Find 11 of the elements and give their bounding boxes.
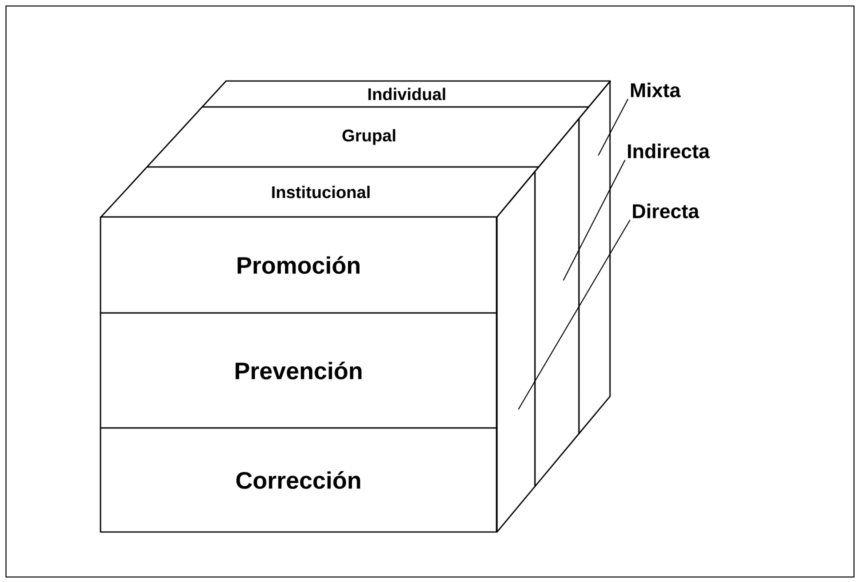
side-layer xyxy=(496,170,536,533)
side-label: Mixta xyxy=(630,82,681,98)
leader-line xyxy=(562,159,626,281)
side-layer xyxy=(534,118,580,488)
side-layer xyxy=(578,80,611,434)
top-layer: Individual xyxy=(202,80,611,108)
leader-line xyxy=(518,219,630,410)
side-label: Directa xyxy=(632,204,700,218)
side-label: Indirecta xyxy=(628,144,710,158)
top-layer: Institucional xyxy=(100,166,540,218)
leader-line xyxy=(598,98,628,156)
